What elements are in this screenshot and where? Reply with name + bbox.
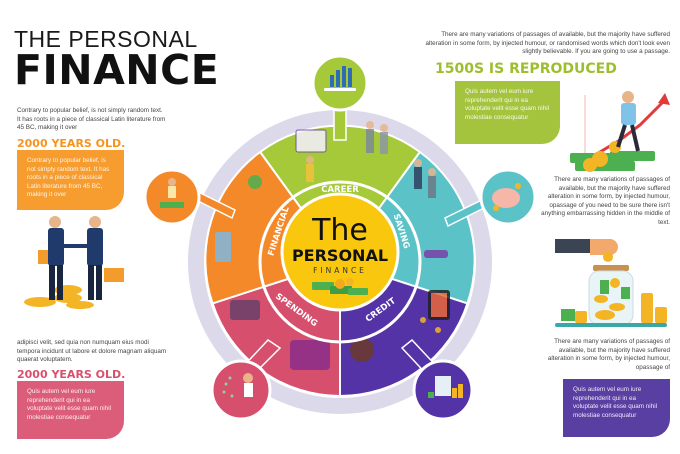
money-stack-icon [312, 278, 368, 295]
left-bottom-heading: 2000 YEARS OLD. [17, 368, 126, 381]
money-jar-illustration [555, 239, 667, 327]
right-top-card: Quis autem vel eum iure reprehenderit qu… [455, 81, 560, 144]
personal-finance-wheel: CAREER SAVING CREDIT SPENDING FINANCIAL … [143, 55, 537, 421]
left-top-card-text: Contrary to popular belief, is not simpl… [27, 157, 110, 199]
right-bottom-paragraph: There are many variations of passages of… [547, 338, 670, 371]
left-top-heading: 2000 YEARS OLD. [17, 137, 126, 150]
right-top-heading: 1500S IS REPRODUCED [435, 61, 617, 77]
left-top-card: Contrary to popular belief, is not simpl… [17, 150, 124, 210]
growth-illustration [570, 91, 670, 172]
title-line1: THE PERSONAL [14, 26, 198, 52]
segment-label-career: CAREER [321, 185, 359, 195]
right-bottom-card: Quis autem vel eum iure reprehenderit qu… [563, 379, 670, 437]
right-bottom-card-text: Quis autem vel eum iure reprehenderit qu… [573, 386, 658, 419]
title-line2: FINANCE [14, 46, 220, 94]
center-finance: FINANCE [313, 266, 367, 275]
handshake-illustration [24, 216, 124, 309]
right-middle-paragraph: There are many variations of passages of… [541, 176, 670, 226]
center-circle [280, 192, 400, 312]
center-personal: PERSONAL [292, 246, 388, 265]
center-the: The [311, 213, 368, 248]
left-top-paragraph: Contrary to popular belief, is not simpl… [17, 107, 166, 131]
right-top-paragraph: There are many variations of passages of… [425, 31, 670, 55]
left-bottom-card: Quis autem vel eum iure reprehenderit qu… [17, 381, 124, 439]
left-bottom-card-text: Quis autem vel eum iure reprehenderit qu… [27, 388, 112, 421]
spending-bubble[interactable] [210, 359, 272, 421]
left-bottom-paragraph: adipisci velit, sed quia non numquam eiu… [17, 339, 167, 363]
right-top-card-text: Quis autem vel eum iure reprehenderit qu… [465, 88, 550, 121]
